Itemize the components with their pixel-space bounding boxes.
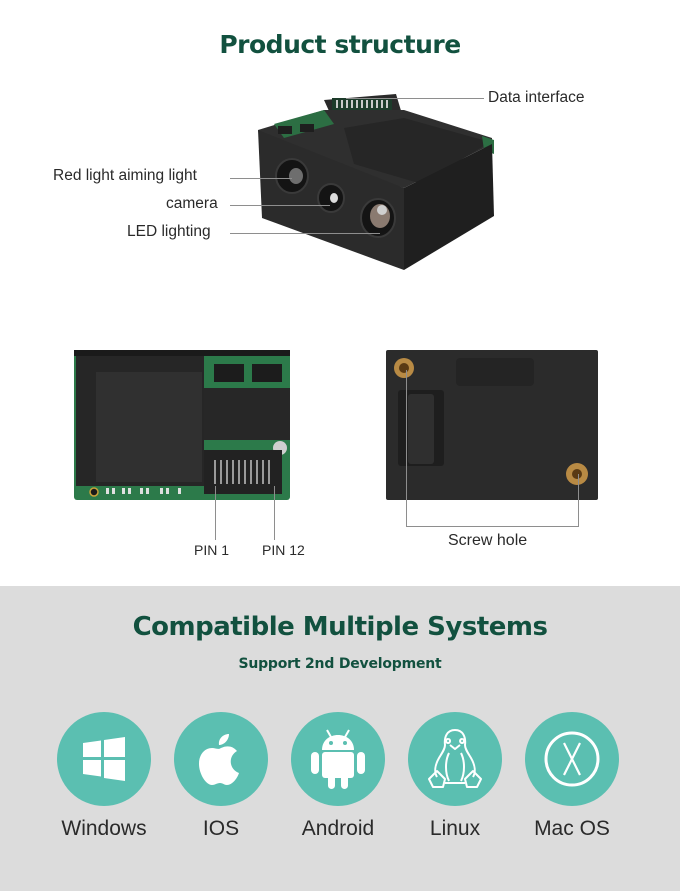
linux-badge <box>408 712 502 806</box>
apple-icon <box>199 734 239 785</box>
pin1-label: PIN 1 <box>194 542 230 558</box>
windows-label: Windows <box>61 817 147 840</box>
pin1-leader-line <box>215 486 216 540</box>
led-lighting-label: LED lighting <box>127 223 211 240</box>
android-badge <box>291 712 385 806</box>
screw-hole-label: Screw hole <box>448 532 528 549</box>
support-development-subtitle: Support 2nd Development <box>238 656 442 672</box>
linux-tux-icon <box>428 729 482 788</box>
camera-label: camera <box>166 195 218 212</box>
pin12-leader-line <box>274 486 275 540</box>
ios-badge <box>174 712 268 806</box>
linux-label: Linux <box>429 817 481 840</box>
data-interface-label: Data interface <box>488 89 585 106</box>
android-label: Android <box>301 817 375 840</box>
led-leader-line <box>230 233 380 234</box>
screw-hole-leader-bottom <box>406 526 579 527</box>
ios-label: IOS <box>202 817 240 840</box>
compatible-systems-title: Compatible Multiple Systems <box>132 612 548 642</box>
module-back-view-image <box>386 350 598 500</box>
camera-leader-line <box>230 205 330 206</box>
macos-x-icon <box>544 731 600 787</box>
pcb-bottom-view-image <box>74 350 290 500</box>
android-icon <box>311 729 365 789</box>
screw-hole-leader-right <box>578 474 579 526</box>
product-structure-title: Product structure <box>219 30 461 59</box>
windows-icon <box>83 737 125 781</box>
scanner-module-image <box>258 94 494 270</box>
data-interface-leader-line <box>346 98 484 99</box>
red-light-leader-line <box>230 178 292 179</box>
windows-badge <box>57 712 151 806</box>
macos-label: Mac OS <box>534 817 610 840</box>
red-light-aiming-label: Red light aiming light <box>53 167 197 184</box>
screw-hole-leader-left <box>406 370 407 526</box>
pin12-label: PIN 12 <box>262 542 305 558</box>
macos-badge <box>525 712 619 806</box>
